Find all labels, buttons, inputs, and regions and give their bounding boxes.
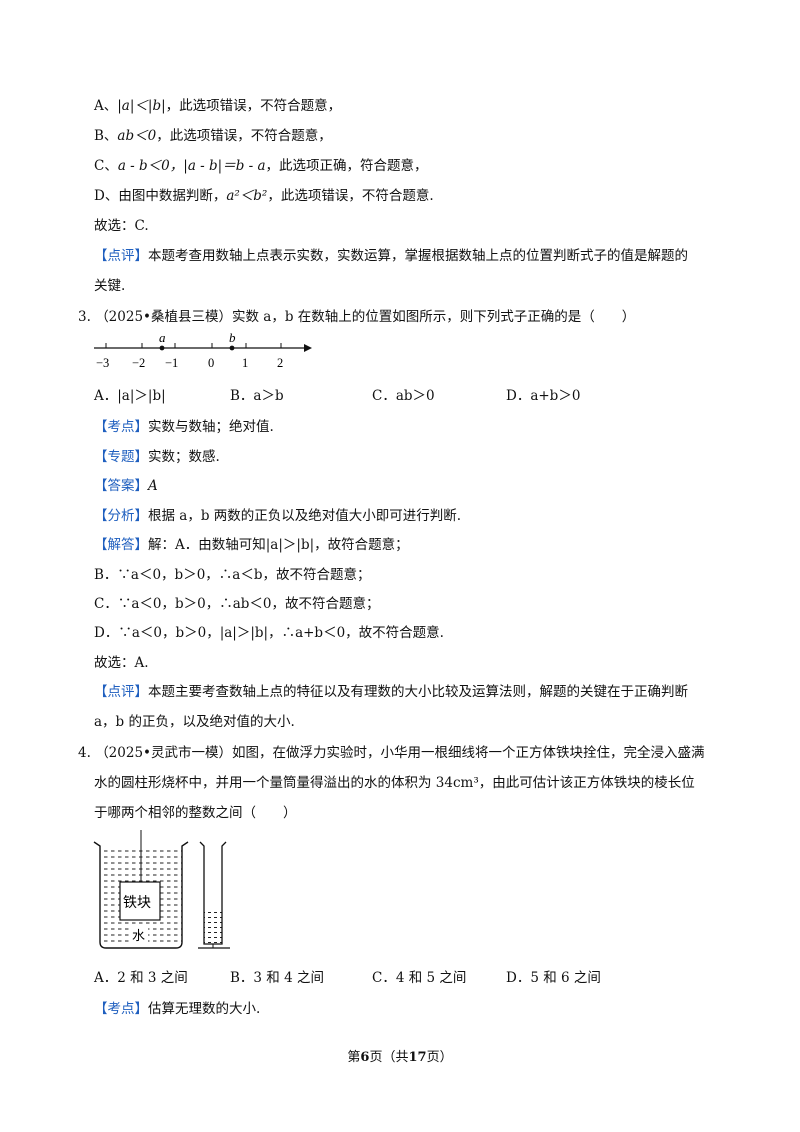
number-line: a b −3 −2 −1 0 1 2 [94, 330, 312, 370]
q4-stem: 4. （2025•灵武市一模）如图，在做浮力实验时，小华用一根细线将一个正方体铁… [78, 743, 705, 763]
question-stem: 如图，在做浮力实验时，小华用一根细线将一个正方体铁块拴住，完全浸入盛满 [232, 745, 705, 761]
q4-option-d: D．5 和 6 之间 [506, 970, 601, 986]
jieda-tag: 【解答】 [94, 537, 148, 553]
kaodian-text: 估算无理数的大小. [148, 1001, 261, 1017]
comment-tag: 【点评】 [94, 248, 148, 264]
answer-text: A [148, 478, 158, 494]
q3-kaodian: 【考点】实数与数轴；绝对值. [94, 417, 274, 437]
question-source: （2025•桑植县三模） [95, 309, 233, 325]
point-b-dot [229, 345, 235, 351]
prev-line-c: C、a - b＜0，|a - b|＝b - a，此选项正确，符合题意， [94, 156, 428, 176]
prev-choice: 故选：C. [94, 218, 149, 234]
prev-line-a: A、|a|＜|b|，此选项错误，不符合题意， [94, 96, 341, 116]
q4-option-a: A．2 和 3 之间 [94, 970, 188, 986]
q3-jieda: 【解答】解：A．由数轴可知|a|＞|b|，故符合题意； [94, 535, 409, 555]
water-label: 水 [132, 929, 145, 944]
question-number: 3. [78, 309, 91, 325]
q3-comment: 【点评】本题主要考查数轴上点的特征以及有理数的大小比较及运算法则，解题的关键在于… [94, 682, 688, 702]
q3-option-d: D．a+b＞0 [506, 388, 581, 404]
prev-line-b: B、ab＜0，此选项错误，不符合题意， [94, 126, 332, 146]
q3-sol-d: D．∵a＜0，b＞0，|a|＞|b|，∴a+b＜0，故不符合题意. [94, 625, 444, 641]
math-expr: a - b＜0，|a - b|＝b - a [117, 158, 266, 174]
math-expr: ab＜0 [117, 128, 157, 144]
point-a-label: a [159, 330, 166, 345]
q4-option-c: C．4 和 5 之间 [372, 970, 467, 986]
option-prefix: A、 [94, 98, 118, 114]
option-prefix: C、 [94, 158, 118, 174]
question-stem: 实数 a，b 在数轴上的位置如图所示，则下列式子正确的是（ ） [232, 309, 636, 325]
tick-label: 0 [208, 356, 214, 370]
q4-kaodian: 【考点】估算无理数的大小. [94, 999, 260, 1019]
q3-sol-c: C．∵a＜0，b＞0，∴ab＜0，故不符合题意； [94, 596, 380, 612]
q3-answer: 【答案】A [94, 476, 158, 496]
tick-label: 2 [277, 356, 283, 370]
answer-tag: 【答案】 [94, 478, 148, 494]
jieda-text: 解：A．由数轴可知|a|＞|b|，故符合题意； [148, 537, 409, 553]
q3-fenxi: 【分析】根据 a，b 两数的正负以及绝对值大小即可进行判断. [94, 506, 461, 526]
q3-choice: 故选：A. [94, 655, 149, 671]
tick-label: −3 [96, 356, 109, 370]
q4-stem-3: 于哪两个相邻的整数之间（ ） [94, 805, 297, 821]
tick-label: −1 [165, 356, 178, 370]
point-b-label: b [229, 330, 236, 345]
fenxi-tag: 【分析】 [94, 508, 148, 524]
beaker-diagram: 铁块 水 [93, 830, 189, 949]
tick-label: −2 [132, 356, 145, 370]
q3-sol-b: B．∵a＜0，b＞0，∴a＜b，故不符合题意； [94, 567, 371, 583]
q3-option-b: B．a＞b [230, 388, 284, 404]
option-prefix: D、由图中数据判断， [94, 188, 227, 204]
zhuanti-tag: 【专题】 [94, 449, 148, 465]
footer-pre: 第 [347, 1050, 361, 1065]
kaodian-text: 实数与数轴；绝对值. [148, 419, 274, 435]
comment-text: 本题主要考查数轴上点的特征以及有理数的大小比较及运算法则，解题的关键在于正确判断 [148, 684, 688, 700]
prev-comment: 【点评】本题考查用数轴上点表示实数，实数运算，掌握根据数轴上点的位置判断式子的值… [94, 246, 688, 266]
point-a-dot [159, 345, 165, 351]
iron-block-label: 铁块 [123, 895, 151, 911]
option-text: ，此选项错误，不符合题意， [156, 128, 332, 144]
kaodian-tag: 【考点】 [94, 419, 148, 435]
q3-stem: 3. （2025•桑植县三模）实数 a，b 在数轴上的位置如图所示，则下列式子正… [78, 307, 635, 327]
prev-comment-cont: 关键. [94, 278, 126, 294]
q3-comment-cont: a，b 的正负，以及绝对值的大小. [94, 714, 295, 730]
q3-zhuanti: 【专题】实数；数感. [94, 447, 220, 467]
footer-post: 页） [426, 1050, 453, 1065]
q4-option-b: B．3 和 4 之间 [230, 970, 324, 986]
question-number: 4. [78, 745, 91, 761]
math-expr: |a|＜|b| [117, 98, 166, 114]
option-text: ，此选项错误，不符合题意. [267, 188, 434, 204]
page-footer: 第6页（共17页） [0, 1046, 800, 1065]
math-expr: a²＜b² [226, 188, 268, 204]
measuring-cylinder [198, 841, 230, 949]
kaodian-tag: 【考点】 [94, 1001, 148, 1017]
iron-block [119, 881, 161, 921]
comment-tag: 【点评】 [94, 684, 148, 700]
comment-text: 本题考查用数轴上点表示实数，实数运算，掌握根据数轴上点的位置判断式子的值是解题的 [148, 248, 688, 264]
prev-line-d: D、由图中数据判断，a²＜b²，此选项错误，不符合题意. [94, 186, 434, 206]
option-text: ，此选项错误，不符合题意， [165, 98, 342, 114]
zhuanti-text: 实数；数感. [148, 449, 220, 465]
footer-mid: 页（共 [369, 1050, 409, 1065]
tick-label: 1 [242, 356, 248, 370]
q3-option-a: A．|a|＞|b| [94, 388, 166, 404]
option-text: ，此选项正确，符合题意， [265, 158, 428, 174]
q4-stem-2: 水的圆柱形烧杯中，并用一个量筒量得溢出的水的体积为 34cm³，由此可估计该正方… [94, 775, 695, 791]
q3-option-c: C．ab＞0 [372, 388, 435, 404]
question-source: （2025•灵武市一模） [95, 745, 233, 761]
page-number: 6 [360, 1050, 370, 1065]
page-total: 17 [408, 1050, 427, 1065]
fenxi-text: 根据 a，b 两数的正负以及绝对值大小即可进行判断. [148, 508, 462, 524]
option-prefix: B、 [94, 128, 118, 144]
